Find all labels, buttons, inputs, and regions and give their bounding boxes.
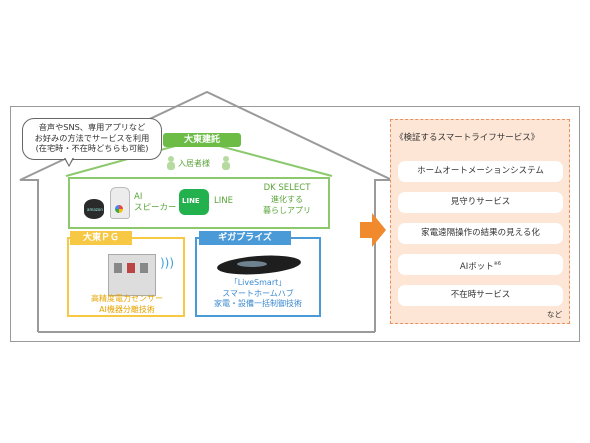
speech-bubble: 音声やSNS、専用アプリなど お好みの方法でサービスを利用 (在宅時・不在時どち… [22,118,162,160]
wireless-icon: ))) [160,256,175,270]
services-title: 《検証するスマートライフサービス》 [395,133,540,143]
line-label: LINE [214,196,233,206]
gigaprize-description: 「LiveSmart」 スマートホームハブ 家電・設備一括制御技術 [214,278,302,308]
service-item-home-automation: ホームオートメーションシステム [398,161,563,182]
service-item-remote-visualization: 家電遠隔操作の結果の見える化 [398,223,563,244]
line-logo-icon: LINE [179,189,209,215]
service-item-ai-bot: AIボット※6 [398,254,563,275]
ai-bot-footnote: ※6 [493,261,502,267]
right-arrow-icon [360,213,386,247]
daito-pg-description: 高精度電力センサー AI機器分離技術 [91,294,163,314]
dk-select-label: DK SELECT 進化する 暮らしアプリ [263,183,311,215]
service-item-absence: 不在時サービス [398,285,563,306]
residents-text: 入居者様 [178,159,210,168]
google-speaker-icon [110,187,130,219]
power-sensor-cabinet-icon [108,254,156,296]
daito-kentaku-label: 大東建託 [163,133,241,147]
service-item-monitoring: 見守りサービス [398,192,563,213]
residents-icon [167,156,230,170]
daito-pg-label: 大東ＰＧ [70,231,132,245]
residents-label: 入居者様 [167,156,230,170]
services-etc: など [547,310,562,319]
bubble-line-1: 音声やSNS、専用アプリなど [38,122,146,132]
bubble-line-2: お好みの方法でサービスを利用 [34,132,150,143]
amazon-speaker-icon: amazon [84,199,104,219]
bubble-line-3: (在宅時・不在時どちらも可能) [35,143,149,153]
ai-speaker-label: AI スピーカー [134,192,177,213]
gigaprize-label: ギガプライズ [199,231,291,245]
